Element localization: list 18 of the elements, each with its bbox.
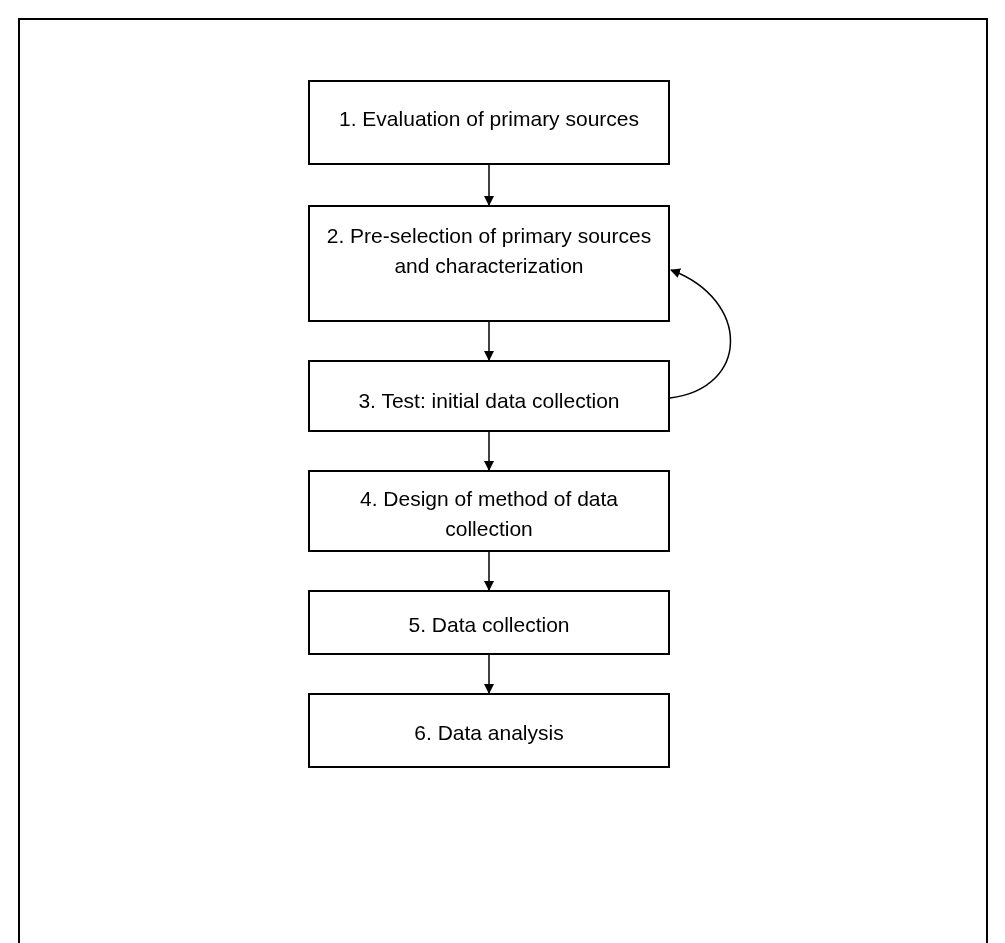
arrow xyxy=(484,431,494,471)
step-text: 1. Evaluation of primary sources xyxy=(339,106,639,132)
process-box xyxy=(308,693,670,768)
step-text: 4. Design of method of data collection xyxy=(359,486,619,542)
arrow xyxy=(484,321,494,361)
arrow xyxy=(484,654,494,694)
curved-arrow xyxy=(669,269,732,399)
step-text: 5. Data collection xyxy=(408,612,570,638)
process-box xyxy=(308,360,670,432)
step-text: 6. Data analysis xyxy=(414,720,564,746)
process-box xyxy=(308,590,670,655)
step-text: 2. Pre-selection of primary sources and characterization xyxy=(326,223,652,279)
process-box xyxy=(308,470,670,552)
step-text: 3. Test: initial data collection xyxy=(358,388,620,414)
process-box xyxy=(308,205,670,322)
process-box xyxy=(308,80,670,165)
arrow xyxy=(484,164,494,206)
arrow xyxy=(484,551,494,591)
